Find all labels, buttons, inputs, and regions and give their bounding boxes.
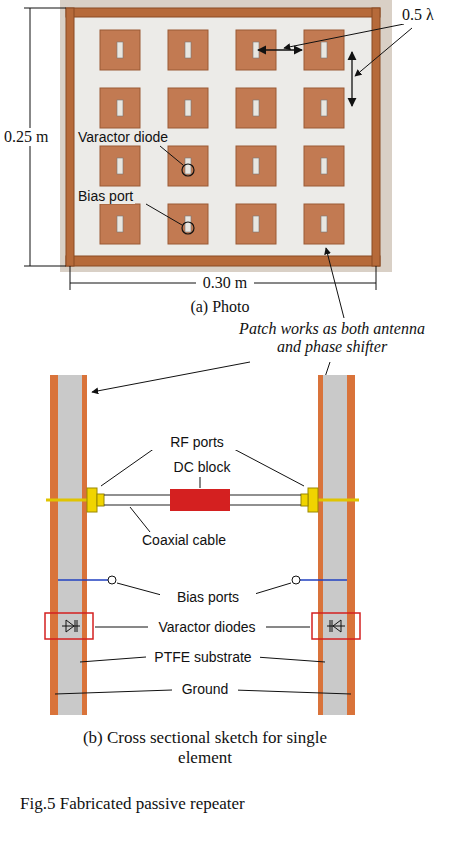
- part-label: Bias ports: [160, 589, 256, 605]
- feed-components: [117, 158, 123, 174]
- patch-antenna: [168, 30, 208, 70]
- leader-line: [130, 507, 150, 532]
- leader-line: [55, 690, 172, 694]
- note-label: Patch works as both antenna and phase sh…: [232, 320, 432, 357]
- patch-antenna: [100, 30, 140, 70]
- marker-circle: [182, 222, 194, 234]
- dimension-label: 0.25 m: [2, 128, 50, 146]
- photo-background: [60, 0, 392, 272]
- rf-connectors: [46, 488, 359, 512]
- leader-line: [200, 477, 201, 488]
- patch-antenna: [100, 146, 140, 186]
- feed-components: [321, 42, 327, 58]
- leader-line: [355, 28, 412, 76]
- dimension-label: 0.5 λ: [400, 6, 436, 24]
- dimension-label: 0.30 m: [196, 274, 254, 292]
- dimension-arrow: [351, 52, 352, 106]
- part-label: PTFE substrate: [146, 649, 260, 665]
- part-label: Varactor diodes: [148, 619, 266, 635]
- leader-line: [284, 24, 404, 48]
- dimension-arrow: [258, 49, 302, 50]
- patch-antenna: [236, 146, 276, 186]
- patch-antenna: [236, 204, 276, 244]
- patch-antenna: [100, 204, 140, 244]
- feed-components: [253, 216, 259, 232]
- part-label: Bias port: [76, 188, 135, 204]
- feed-components: [117, 100, 123, 116]
- copper-frame: [66, 8, 380, 266]
- subcaption: (b) Cross sectional sketch for single el…: [70, 728, 340, 767]
- part-label: Coaxial cable: [140, 532, 264, 548]
- feed-components: [185, 42, 191, 58]
- feed-components: [185, 216, 191, 232]
- feed-components: [185, 158, 191, 174]
- right-board: [318, 375, 355, 715]
- part-label: Varactor diode: [76, 129, 170, 145]
- feed-components: [253, 100, 259, 116]
- feed-components: [185, 100, 191, 116]
- dimension-tick: [24, 266, 66, 267]
- leader-line: [262, 627, 310, 628]
- patch-antenna: [304, 88, 344, 128]
- part-label: RF ports: [150, 434, 244, 450]
- patch-antenna: [236, 88, 276, 128]
- varactor-diode-symbols: [45, 613, 360, 639]
- dimension-tick: [70, 266, 71, 290]
- patch-antenna: [100, 88, 140, 128]
- leader-line: [92, 362, 250, 392]
- feed-components: [117, 42, 123, 58]
- feed-components: [321, 158, 327, 174]
- dimension-tick: [24, 8, 66, 9]
- part-label: Ground: [172, 681, 238, 697]
- fabric-sheet: [74, 16, 372, 256]
- leader-line: [256, 657, 325, 662]
- patch-antenna: [168, 88, 208, 128]
- marker-circle: [182, 164, 194, 176]
- leader-line: [80, 657, 146, 662]
- feed-components: [321, 100, 327, 116]
- subcaption: (a) Photo: [160, 298, 280, 316]
- left-board: [50, 375, 87, 715]
- patch-antenna: [304, 146, 344, 186]
- patch-antenna: [168, 146, 208, 186]
- feed-components: [117, 216, 123, 232]
- leader-line: [95, 627, 148, 628]
- leader-line: [234, 690, 351, 694]
- leader-line: [117, 583, 165, 596]
- leader-line: [160, 146, 183, 165]
- patch-antenna: [304, 204, 344, 244]
- dimension-tick: [376, 266, 377, 290]
- feed-components: [321, 216, 327, 232]
- patch-antenna: [168, 204, 208, 244]
- patch-antenna: [304, 30, 344, 70]
- figure-caption: Fig.5 Fabricated passive repeater: [20, 794, 440, 814]
- leader-line: [101, 448, 155, 486]
- dc-block: [170, 489, 230, 511]
- leader-line: [146, 204, 182, 225]
- feed-components: [253, 158, 259, 174]
- leader-line: [326, 248, 344, 318]
- bias-lines: [58, 576, 347, 584]
- part-label: DC block: [160, 459, 244, 475]
